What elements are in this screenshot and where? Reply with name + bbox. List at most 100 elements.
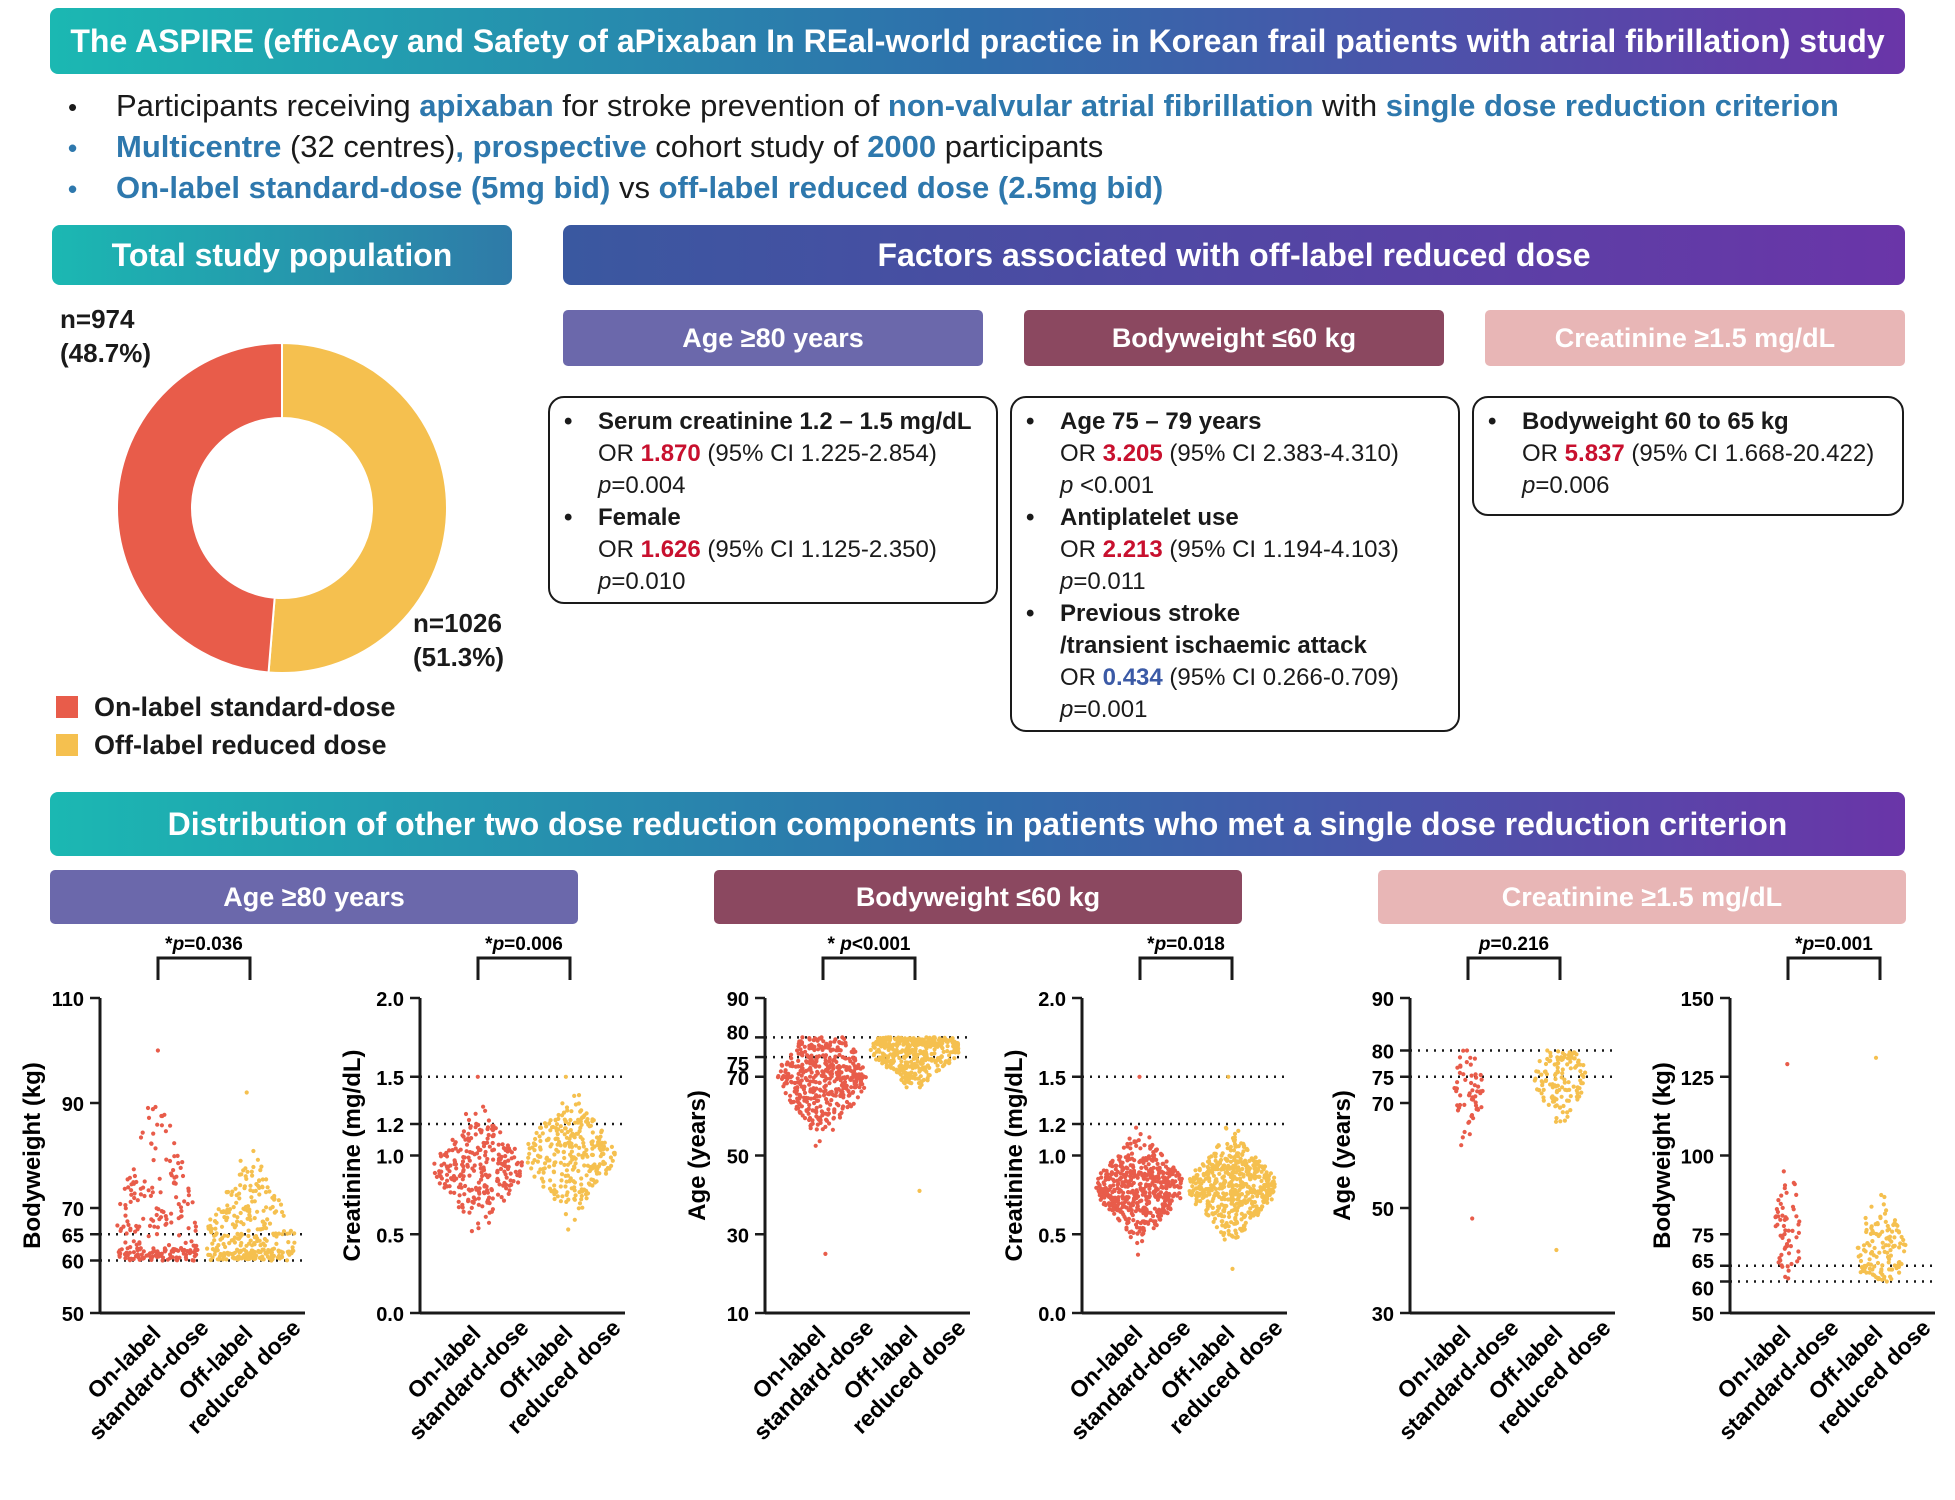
data-point [235,1236,240,1241]
data-point [847,1056,852,1061]
data-point [796,1071,801,1076]
data-point [274,1234,279,1239]
data-point [848,1077,853,1082]
data-point [225,1233,230,1239]
factor-name: •Antiplatelet use [1026,502,1448,534]
data-point [1864,1229,1869,1235]
data-point [456,1205,461,1210]
data-point [1105,1172,1110,1177]
data-point [477,1127,482,1132]
data-point [1187,1177,1193,1182]
data-point [809,1056,814,1061]
y-tick-label: 50 [727,1147,749,1169]
data-point [1452,1086,1457,1091]
data-point [1110,1190,1115,1195]
data-point [154,1212,159,1218]
data-point [840,1035,845,1040]
data-point [800,1062,805,1067]
data-point [452,1190,457,1195]
data-point [1469,1080,1474,1086]
data-point [479,1170,484,1175]
data-point [485,1140,490,1145]
p-letter: p [492,934,505,955]
data-point [568,1117,573,1123]
y-tick-label: 110 [52,989,84,1011]
bullet-text: Participants receiving apixaban for stro… [116,86,1839,126]
data-point [585,1120,591,1125]
data-point [579,1182,584,1187]
confidence-interval: (95% CI 2.383-4.310) [1162,440,1399,467]
data-point [1576,1058,1581,1063]
data-point [453,1146,458,1151]
data-point [788,1093,793,1098]
data-point [860,1065,865,1070]
data-point [926,1039,931,1044]
data-point [804,1059,809,1064]
data-point [1858,1253,1863,1258]
data-point [1232,1174,1237,1180]
p-value-label: *p=0.036 [165,934,243,955]
data-point [466,1155,471,1160]
data-point [854,1076,859,1081]
data-point [888,1035,893,1040]
data-point [1457,1070,1462,1075]
data-point [945,1044,950,1049]
data-point [1187,1189,1192,1194]
data-point [935,1063,940,1068]
data-point [563,1212,569,1217]
data-point [1260,1165,1265,1170]
data-point [1548,1050,1553,1055]
significance-bracket [821,956,917,980]
data-point [134,1223,139,1229]
data-point [572,1134,577,1139]
data-point [1579,1090,1584,1095]
data-point [225,1203,230,1208]
data-point [1213,1158,1218,1163]
data-point [1177,1191,1182,1196]
data-point [1868,1231,1873,1236]
data-point [548,1144,553,1149]
factor-group-bodyweight-label: Bodyweight ≤60 kg [1111,322,1357,353]
data-point [186,1186,191,1191]
data-point [841,1086,846,1091]
data-point [151,1246,156,1251]
data-point [257,1185,262,1190]
data-point [1781,1223,1786,1229]
data-point [1227,1181,1232,1186]
data-point [1171,1194,1176,1199]
data-point [609,1144,615,1149]
data-point [813,1064,818,1069]
data-point [1260,1192,1265,1197]
legend-item-off-label: Off-label reduced dose [56,726,396,764]
highlight-text: off-label reduced dose (2.5mg bid) [658,170,1164,205]
data-point [541,1184,546,1189]
data-point [1236,1128,1241,1133]
data-point [802,1084,807,1089]
data-point [146,1234,151,1239]
data-point [482,1184,487,1189]
data-point [1550,1096,1555,1101]
data-point [1541,1087,1546,1092]
data-point [123,1240,128,1245]
data-point [1774,1214,1779,1219]
data-point [484,1160,489,1165]
y-tick-label: 75 [1372,1068,1394,1090]
data-point [259,1164,264,1169]
y-tick-label: 10 [727,1304,749,1326]
data-point [1153,1175,1158,1180]
data-point [1135,1219,1140,1225]
data-point [231,1205,236,1210]
data-point [1265,1173,1270,1178]
factor-bullet: • [1026,504,1035,531]
data-point [132,1195,137,1201]
data-point [128,1228,133,1233]
data-point [1897,1245,1902,1250]
data-point [212,1219,218,1224]
data-point [881,1052,887,1057]
data-point [1882,1211,1888,1216]
data-point [587,1182,592,1187]
data-point [585,1154,590,1159]
summary-bullet: •Participants receiving apixaban for str… [68,86,1839,127]
data-point [1112,1202,1117,1207]
data-point [1265,1200,1270,1205]
